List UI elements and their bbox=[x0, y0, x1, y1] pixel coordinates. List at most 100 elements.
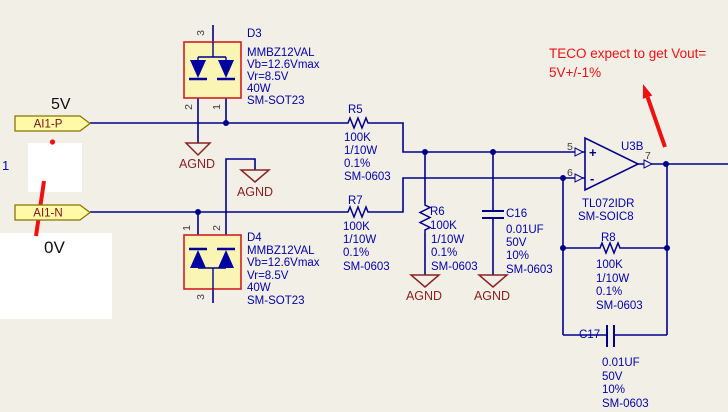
r5-refdes: R5 bbox=[348, 104, 363, 116]
d4-diode-right-icon bbox=[218, 250, 234, 268]
c17-voltage: 50V bbox=[602, 371, 623, 383]
d3-pin2-number: 2 bbox=[183, 104, 195, 110]
component-r7[interactable]: R7 100K 1/10W 0.1% SM-0603 bbox=[343, 195, 390, 273]
d4-pin1-number: 1 bbox=[181, 225, 193, 231]
red-mark-tick bbox=[49, 139, 56, 145]
sheet-grid-ref: 1 bbox=[2, 158, 9, 173]
r6-tolerance: 0.1% bbox=[431, 247, 457, 259]
c16-refdes: C16 bbox=[506, 208, 527, 220]
r5-power: 1/10W bbox=[344, 145, 377, 157]
p-voltage-note: 5V bbox=[51, 96, 71, 113]
u3b-pin7-number: 7 bbox=[645, 150, 651, 162]
r8-footprint: SM-0603 bbox=[596, 300, 643, 312]
r6-footprint: SM-0603 bbox=[431, 261, 478, 273]
agnd-1-label: AGND bbox=[179, 157, 215, 171]
c16-voltage: 50V bbox=[506, 237, 527, 249]
r6-resistor-icon[interactable] bbox=[418, 203, 432, 233]
component-c16[interactable]: C16 0.01UF 50V 10% SM-0603 bbox=[482, 208, 553, 276]
r8-power: 1/10W bbox=[596, 273, 629, 285]
d3-power: 40W bbox=[247, 83, 271, 95]
c17-footprint: SM-0603 bbox=[602, 398, 649, 410]
n-voltage-note: 0V bbox=[44, 238, 65, 257]
u3b-pin6-number: 6 bbox=[567, 167, 573, 179]
r7-footprint: SM-0603 bbox=[343, 261, 390, 273]
r7-resistor-icon[interactable] bbox=[345, 204, 371, 220]
u3b-pin7-arrow-icon bbox=[643, 159, 654, 169]
d3-diode-left-icon bbox=[190, 60, 206, 78]
agnd-4-icon bbox=[476, 274, 510, 288]
component-d3[interactable]: 3 2 1 D3 MMBZ12VAL Vb=12.6Vmax Vr=8.5V 4… bbox=[183, 28, 320, 110]
agnd-3-label: AGND bbox=[406, 289, 442, 303]
ground-symbols bbox=[184, 142, 510, 288]
d3-diode-right-icon bbox=[218, 60, 234, 78]
u3b-footprint: SM-SOIC8 bbox=[578, 211, 634, 223]
u3b-minus-sign: - bbox=[590, 171, 594, 186]
port-ai1-p-shape[interactable] bbox=[14, 115, 92, 132]
d4-part: MMBZ12VAL bbox=[247, 245, 315, 257]
wires bbox=[90, 25, 728, 336]
r8-tolerance: 0.1% bbox=[596, 286, 622, 298]
component-r8[interactable]: R8 100K 1/10W 0.1% SM-0603 bbox=[596, 232, 643, 312]
d4-pin3-number: 3 bbox=[195, 294, 207, 300]
r8-refdes: R8 bbox=[601, 232, 616, 244]
red-annotation: TECO expect to get Vout= 5V+/-1% bbox=[549, 46, 706, 148]
agnd-3-icon bbox=[408, 274, 442, 288]
c17-refdes: C17 bbox=[579, 329, 600, 341]
component-c17[interactable]: C17 0.01UF 50V 10% SM-0603 bbox=[579, 325, 649, 410]
c16-tolerance: 10% bbox=[506, 250, 529, 262]
c16-value: 0.01UF bbox=[506, 224, 544, 236]
r7-tolerance: 0.1% bbox=[343, 247, 369, 259]
component-d4[interactable]: 1 2 3 D4 MMBZ12VAL Vb=12.6Vmax Vr=8.5V 4… bbox=[181, 225, 320, 307]
r6-refdes: R6 bbox=[430, 206, 445, 218]
r6-value: 100K bbox=[430, 220, 457, 232]
d3-vr: Vr=8.5V bbox=[247, 71, 289, 83]
agnd-2-label: AGND bbox=[237, 185, 273, 199]
u3b-part: TL072IDR bbox=[582, 198, 634, 210]
red-note-line2: 5V+/-1% bbox=[549, 65, 601, 80]
r5-footprint: SM-0603 bbox=[344, 171, 391, 183]
r5-resistor-icon[interactable] bbox=[345, 115, 371, 131]
port-ai1-n-label: AI1-N bbox=[33, 208, 62, 220]
r7-value: 100K bbox=[343, 221, 370, 233]
u3b-pin6-arrow-icon bbox=[574, 173, 585, 183]
r8-value: 100K bbox=[596, 259, 623, 271]
wire-d4-pin2-to-agnd bbox=[225, 158, 256, 249]
component-r5[interactable]: R5 100K 1/10W 0.1% SM-0603 bbox=[344, 104, 391, 183]
d4-power: 40W bbox=[247, 282, 271, 294]
d3-footprint: SM-SOT23 bbox=[247, 95, 305, 107]
d3-pin3-number: 3 bbox=[195, 30, 207, 36]
d3-vb: Vb=12.6Vmax bbox=[247, 59, 320, 71]
r5-tolerance: 0.1% bbox=[344, 158, 370, 170]
agnd-4-label: AGND bbox=[474, 289, 510, 303]
red-arrow-head-icon bbox=[642, 84, 653, 99]
d3-pin1-number: 1 bbox=[211, 104, 223, 110]
r5-value: 100K bbox=[344, 132, 371, 144]
u3b-pin5-number: 5 bbox=[567, 141, 573, 153]
port-ai1-n-shape[interactable] bbox=[14, 204, 92, 221]
d4-vb: Vb=12.6Vmax bbox=[247, 257, 320, 269]
port-ai1-n[interactable]: AI1-N bbox=[14, 204, 92, 221]
wire-to-inv bbox=[371, 177, 585, 213]
u3b-refdes: U3B bbox=[621, 141, 644, 153]
d4-pin2-number: 2 bbox=[211, 225, 223, 231]
c17-tolerance: 10% bbox=[602, 384, 625, 396]
c16-footprint: SM-0603 bbox=[506, 264, 553, 276]
d3-part: MMBZ12VAL bbox=[247, 47, 315, 59]
agnd-2-icon bbox=[238, 169, 272, 183]
component-u3b[interactable]: + - 5 6 7 U3B TL072IDR SM-SOIC8 bbox=[567, 136, 654, 223]
red-arrow-shaft bbox=[645, 96, 667, 148]
port-ai1-p[interactable]: AI1-P bbox=[14, 115, 92, 132]
r7-power: 1/10W bbox=[343, 234, 376, 246]
component-r6[interactable]: R6 100K 1/10W 0.1% SM-0603 bbox=[418, 203, 478, 273]
r7-refdes: R7 bbox=[348, 195, 363, 207]
u3b-plus-sign: + bbox=[589, 145, 597, 160]
d3-refdes: D3 bbox=[247, 28, 262, 40]
u3b-opamp-icon[interactable] bbox=[584, 136, 640, 192]
white-mask-box-top bbox=[28, 143, 82, 192]
r8-resistor-icon[interactable] bbox=[597, 240, 623, 256]
d4-vr: Vr=8.5V bbox=[247, 270, 289, 282]
d4-diode-left-icon bbox=[190, 250, 206, 268]
white-mask-box-bottom bbox=[0, 233, 112, 319]
